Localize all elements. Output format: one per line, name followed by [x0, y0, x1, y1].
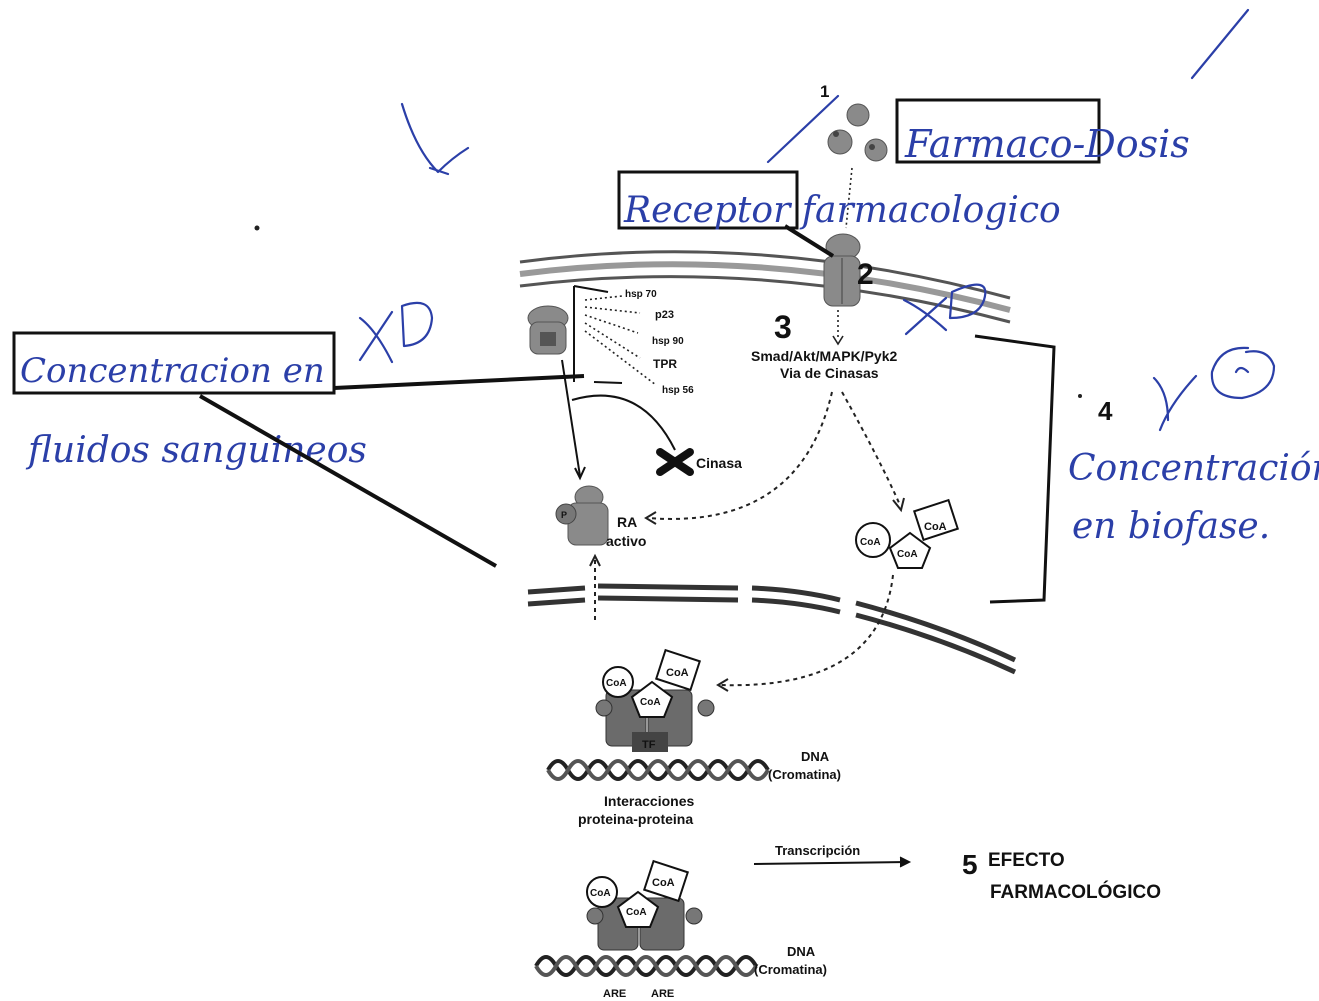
pathway-to-ra-arrow — [647, 391, 833, 520]
chaperone-hsp90: hsp 90 — [652, 336, 684, 347]
interactions-label: Interacciones — [604, 793, 694, 809]
pen-lambda-mark — [400, 102, 470, 176]
pen-spiral-mark — [1210, 346, 1276, 400]
interactions-sublabel: proteina-proteina — [578, 811, 693, 827]
blood-concentration-box — [12, 331, 336, 395]
drug-binding-arrow — [845, 167, 853, 229]
transcription-complex-1 — [595, 648, 715, 752]
chaperone-p23: p23 — [655, 309, 674, 321]
drug-molecules — [827, 103, 888, 162]
dna-label-2: DNA — [787, 944, 816, 959]
step3-number: 3 — [774, 309, 792, 345]
dna-sublabel-1: (Cromatina) — [768, 767, 841, 782]
effect-sublabel: FARMACOLÓGICO — [990, 881, 1161, 903]
pathway-label: Smad/Akt/MAPK/Pyk2 — [751, 348, 897, 364]
step4-bracket — [974, 334, 1056, 604]
biophase-annotation: Concentración — [1068, 448, 1319, 489]
drug-dose-box — [895, 98, 1101, 164]
coa-to-nucleus-arrow — [719, 574, 894, 687]
dna-label-1: DNA — [801, 749, 830, 764]
step4-number: 4 — [1098, 396, 1113, 426]
receptor-box — [617, 170, 799, 230]
kinase-arc — [571, 394, 676, 451]
effect-label: EFECTO — [988, 850, 1065, 871]
complex2-coa-1: CoA — [590, 888, 611, 899]
nuclear-membrane — [527, 583, 1017, 675]
step1-number: 1 — [820, 82, 829, 101]
pen-dot — [254, 225, 260, 231]
blood-pointer-2 — [199, 394, 497, 568]
coa-label-2: CoA — [897, 549, 918, 560]
handwritten-marks — [358, 8, 1276, 432]
complex-to-ra-arrow — [561, 359, 581, 477]
coactivator-group — [855, 498, 960, 569]
are-label-1: ARE — [603, 988, 626, 1000]
receptor-annotation: Receptor farmacologico — [623, 190, 1061, 231]
dna-helix-2 — [534, 955, 758, 977]
complex2-coa-2: CoA — [626, 907, 647, 918]
membrane-receptor — [823, 233, 861, 307]
step5-number: 5 — [962, 849, 978, 880]
dna-helix-1 — [546, 759, 770, 781]
pen-check-mark — [1190, 8, 1250, 80]
blood-pointer-1 — [333, 374, 585, 390]
ra-label: RA — [617, 514, 637, 530]
ra-sublabel: activo — [606, 533, 646, 549]
chaperone-arrows — [584, 295, 657, 386]
complex1-coa-1: CoA — [606, 678, 627, 689]
blood-concentration-sublabel: fluidos sanguineos — [25, 430, 367, 471]
active-receptor — [555, 485, 609, 546]
chaperone-hsp56: hsp 56 — [662, 385, 694, 396]
biophase-sublabel: en biofase. — [1072, 506, 1270, 547]
receptor-pointer — [783, 224, 835, 258]
dna-sublabel-2: (Cromatina) — [754, 962, 827, 977]
kinase-icon — [656, 448, 694, 476]
pathway-to-coa-arrow — [841, 391, 901, 506]
receptor-complex — [527, 305, 569, 355]
pen-pointer-mark — [766, 94, 840, 164]
complex2-coa-3: CoA — [652, 877, 675, 889]
pen-gamma-mark — [1152, 374, 1198, 432]
coa-label-3: CoA — [924, 521, 947, 533]
step2-number: 2 — [857, 258, 874, 291]
are-label-2: ARE — [651, 988, 674, 1000]
pen-xd-mark — [358, 301, 434, 364]
complex1-coa-3: CoA — [666, 667, 689, 679]
coa-label-1: CoA — [860, 537, 881, 548]
pen-dot-2 — [1078, 394, 1082, 398]
pathway-sublabel: Via de Cinasas — [780, 365, 879, 381]
chaperone-hsp70: hsp 70 — [625, 289, 657, 300]
transcription-arrow — [753, 861, 909, 865]
transcription-label: Transcripción — [775, 843, 860, 858]
blood-concentration-annotation: Concentracion en — [20, 351, 325, 391]
ra-phospho: P — [561, 510, 567, 520]
kinase-label: Cinasa — [696, 455, 742, 471]
pen-xd-mark-2 — [902, 283, 987, 336]
transcription-complex-2 — [586, 859, 703, 951]
complex1-coa-2: CoA — [640, 697, 661, 708]
drug-dose-annotation: Farmaco-Dosis — [904, 122, 1190, 166]
plasma-membrane — [519, 250, 1011, 324]
tf-label: TF — [642, 739, 656, 751]
chaperone-tpr: TPR — [653, 357, 677, 371]
